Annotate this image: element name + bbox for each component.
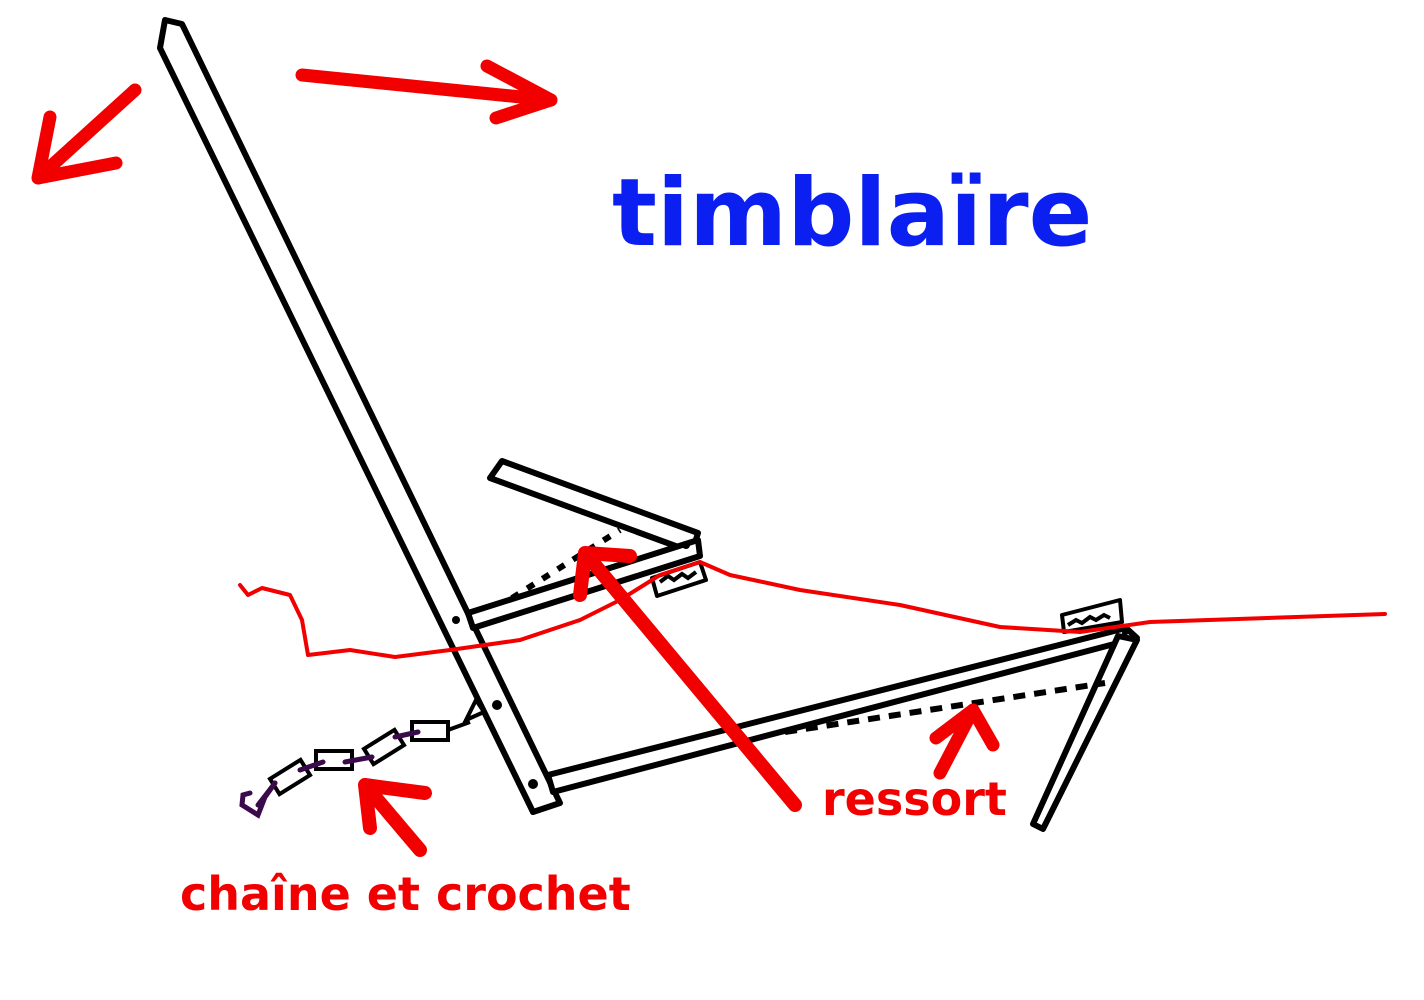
tall-post <box>157 17 563 815</box>
lower-spring-zigzag <box>1066 612 1111 627</box>
upper-spring-zigzag <box>658 570 698 584</box>
swing-arrow-left <box>31 83 142 185</box>
spring-arrow-lower <box>929 703 1000 780</box>
right-leg <box>1030 633 1140 832</box>
swing-arrow-right <box>295 59 558 125</box>
upper-spring <box>510 527 622 601</box>
hook-icon <box>239 780 278 819</box>
bottom-bar <box>545 625 1140 795</box>
chain-arrow <box>358 778 432 857</box>
upper-arm <box>487 458 701 555</box>
spring-arrow-upper <box>573 546 802 812</box>
spring-label: ressort <box>822 772 1007 826</box>
pull-wire <box>238 560 1387 659</box>
lower-spring <box>784 680 1106 735</box>
bolts <box>452 541 1128 789</box>
chain-label: chaîne et crochet <box>180 867 631 921</box>
diagram-title: timblaïre <box>612 159 1092 268</box>
chain <box>239 696 487 819</box>
